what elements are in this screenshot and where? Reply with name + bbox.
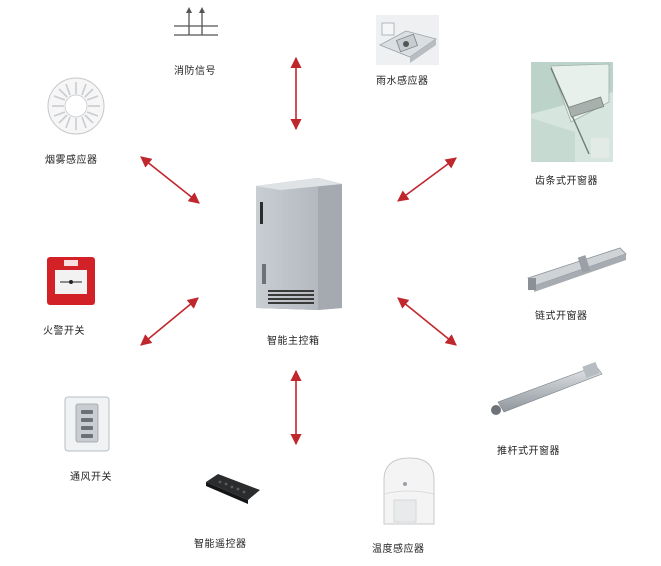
vent-switch-icon: [64, 396, 110, 452]
chain-window-opener-label: 链式开窗器: [535, 311, 588, 322]
fire-alarm-switch-label: 火警开关: [43, 326, 85, 337]
arrow-rain-sensor: [397, 157, 457, 202]
fire-alarm-switch-icon: [47, 257, 95, 305]
chain-window-opener-icon: [527, 247, 627, 292]
arrow-push-rod: [397, 297, 457, 346]
arrow-smoke-sensor: [140, 156, 200, 204]
remote-control-icon: [206, 474, 260, 504]
smart-remote-label: 智能遥控器: [194, 539, 247, 550]
push-rod-window-opener-label: 推杆式开窗器: [497, 446, 560, 457]
fire-alarm-switch-node: [46, 256, 96, 306]
smoke-sensor-node: [46, 76, 106, 136]
fire-signal-icon: [174, 7, 218, 36]
arrow-fire-alarm: [140, 297, 199, 346]
rain-sensor-icon: [376, 15, 439, 65]
push-rod-window-opener-icon: [491, 361, 603, 415]
smart-remote-node: [202, 470, 262, 506]
rain-sensor-label: 雨水感应器: [376, 76, 429, 87]
fire-signal-node: [172, 6, 220, 44]
rack-window-opener-node: [531, 62, 613, 162]
chain-window-opener-node: [524, 244, 630, 298]
temperature-sensor-icon: [383, 457, 435, 525]
smoke-sensor-label: 烟雾感应器: [45, 155, 98, 166]
rack-window-opener-label: 齿条式开窗器: [535, 176, 598, 187]
control-cabinet: [248, 172, 348, 312]
push-rod-window-opener-node: [486, 361, 606, 420]
rain-sensor-node: [376, 15, 439, 65]
center-label: 智能主控箱: [267, 336, 320, 347]
control-cabinet-icon: [256, 178, 342, 310]
vent-switch-label: 通风开关: [70, 472, 112, 483]
smoke-sensor-icon: [47, 77, 105, 135]
rack-window-opener-icon: [531, 62, 613, 162]
temperature-sensor-node: [378, 454, 440, 530]
fire-signal-label: 消防信号: [174, 66, 216, 77]
temperature-sensor-label: 温度感应器: [372, 544, 425, 555]
vent-switch-node: [62, 394, 112, 454]
